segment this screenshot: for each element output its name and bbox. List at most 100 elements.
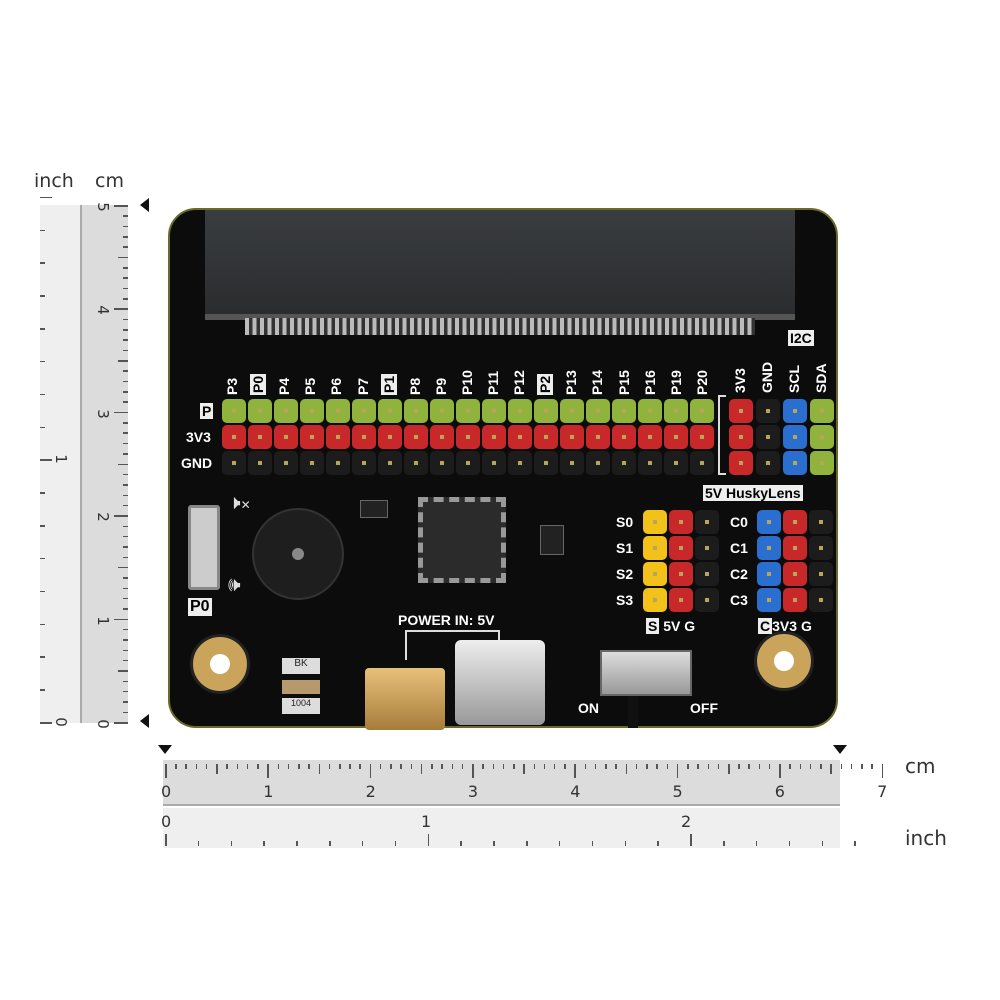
- header-pin[interactable]: [274, 399, 298, 423]
- header-pin[interactable]: [560, 399, 584, 423]
- header-pin[interactable]: [690, 399, 714, 423]
- header-pin[interactable]: [222, 399, 246, 423]
- header-pin[interactable]: [352, 425, 376, 449]
- header-pin[interactable]: [638, 425, 662, 449]
- header-pin[interactable]: [612, 399, 636, 423]
- header-pin[interactable]: [638, 399, 662, 423]
- servo-pin[interactable]: [643, 562, 667, 586]
- power-switch-lever[interactable]: [628, 696, 638, 728]
- header-pin[interactable]: [456, 451, 480, 475]
- header-pin[interactable]: [612, 425, 636, 449]
- i2c-pin[interactable]: [729, 451, 753, 475]
- header-pin[interactable]: [482, 399, 506, 423]
- ctrl-pin[interactable]: [757, 588, 781, 612]
- i2c-pin[interactable]: [810, 425, 834, 449]
- header-pin[interactable]: [456, 425, 480, 449]
- header-pin[interactable]: [430, 399, 454, 423]
- ctrl-pin[interactable]: [757, 536, 781, 560]
- ctrl-pin[interactable]: [809, 588, 833, 612]
- header-pin[interactable]: [326, 399, 350, 423]
- i2c-pin[interactable]: [756, 451, 780, 475]
- header-pin[interactable]: [690, 425, 714, 449]
- ctrl-pin[interactable]: [783, 562, 807, 586]
- servo-pin[interactable]: [695, 510, 719, 534]
- servo-pin[interactable]: [643, 536, 667, 560]
- ctrl-pin[interactable]: [757, 562, 781, 586]
- header-pin[interactable]: [274, 425, 298, 449]
- i2c-pin[interactable]: [756, 399, 780, 423]
- header-pin[interactable]: [534, 451, 558, 475]
- header-pin[interactable]: [274, 451, 298, 475]
- ctrl-pin[interactable]: [783, 588, 807, 612]
- header-pin[interactable]: [586, 451, 610, 475]
- servo-pin[interactable]: [695, 536, 719, 560]
- servo-pin[interactable]: [669, 536, 693, 560]
- header-pin[interactable]: [482, 425, 506, 449]
- i2c-pin[interactable]: [756, 425, 780, 449]
- ctrl-pin[interactable]: [783, 510, 807, 534]
- i2c-pin[interactable]: [783, 425, 807, 449]
- header-pin[interactable]: [534, 399, 558, 423]
- servo-pin[interactable]: [669, 562, 693, 586]
- ruler-tick: [789, 764, 791, 769]
- header-pin[interactable]: [638, 451, 662, 475]
- header-pin[interactable]: [404, 425, 428, 449]
- ctrl-pin[interactable]: [809, 510, 833, 534]
- header-pin[interactable]: [300, 425, 324, 449]
- header-pin[interactable]: [222, 425, 246, 449]
- servo-pin[interactable]: [643, 588, 667, 612]
- header-pin[interactable]: [378, 399, 402, 423]
- servo-pin[interactable]: [669, 588, 693, 612]
- header-pin[interactable]: [534, 425, 558, 449]
- i2c-pin[interactable]: [810, 399, 834, 423]
- header-pin[interactable]: [508, 451, 532, 475]
- header-pin[interactable]: [378, 425, 402, 449]
- i2c-pin[interactable]: [729, 425, 753, 449]
- header-pin[interactable]: [248, 399, 272, 423]
- header-pin[interactable]: [586, 399, 610, 423]
- ctrl-pin[interactable]: [809, 536, 833, 560]
- ctrl-pin[interactable]: [809, 562, 833, 586]
- usb-c-port[interactable]: [455, 640, 545, 725]
- header-pin[interactable]: [664, 451, 688, 475]
- i2c-pin[interactable]: [783, 399, 807, 423]
- header-pin[interactable]: [326, 451, 350, 475]
- header-pin[interactable]: [664, 425, 688, 449]
- slide-switch-p0[interactable]: [188, 505, 220, 590]
- header-pin[interactable]: [404, 399, 428, 423]
- header-pin[interactable]: [352, 399, 376, 423]
- header-pin[interactable]: [300, 451, 324, 475]
- header-pin[interactable]: [248, 451, 272, 475]
- header-pin[interactable]: [508, 399, 532, 423]
- header-pin[interactable]: [508, 425, 532, 449]
- header-pin[interactable]: [586, 425, 610, 449]
- header-pin[interactable]: [326, 425, 350, 449]
- servo-pin[interactable]: [695, 562, 719, 586]
- ctrl-pin[interactable]: [783, 536, 807, 560]
- header-pin[interactable]: [482, 451, 506, 475]
- header-pin[interactable]: [352, 451, 376, 475]
- header-pin[interactable]: [690, 451, 714, 475]
- header-pin[interactable]: [560, 425, 584, 449]
- header-pin[interactable]: [430, 451, 454, 475]
- i2c-pin[interactable]: [810, 451, 834, 475]
- header-pin[interactable]: [430, 425, 454, 449]
- ctrl-pin[interactable]: [757, 510, 781, 534]
- header-pin[interactable]: [404, 451, 428, 475]
- micro-usb-port[interactable]: [365, 668, 445, 730]
- i2c-pin[interactable]: [729, 399, 753, 423]
- servo-pin[interactable]: [695, 588, 719, 612]
- servo-pin[interactable]: [643, 510, 667, 534]
- header-pin[interactable]: [560, 451, 584, 475]
- header-pin[interactable]: [456, 399, 480, 423]
- header-pin[interactable]: [378, 451, 402, 475]
- header-pin[interactable]: [612, 451, 636, 475]
- servo-pin[interactable]: [669, 510, 693, 534]
- i2c-pin[interactable]: [783, 451, 807, 475]
- header-pin[interactable]: [300, 399, 324, 423]
- header-pin[interactable]: [664, 399, 688, 423]
- servo-footer-box: S: [646, 618, 660, 634]
- header-pin[interactable]: [248, 425, 272, 449]
- power-switch[interactable]: [600, 650, 692, 696]
- header-pin[interactable]: [222, 451, 246, 475]
